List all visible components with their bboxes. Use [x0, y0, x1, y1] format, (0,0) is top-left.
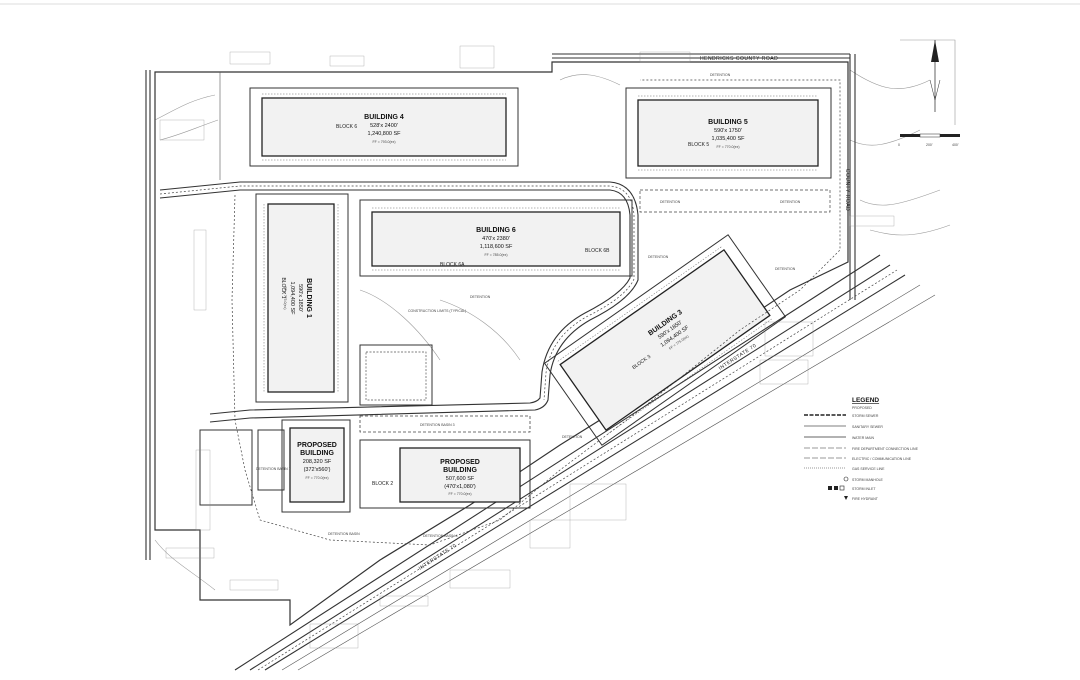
legend-item-storm-inlet: STORM INLET: [852, 487, 876, 491]
proposed-building-a-area: 208,320 SF: [303, 459, 332, 465]
building-1-block: BLOCK 1: [280, 277, 286, 298]
scale-end: 400': [952, 143, 959, 147]
proposed-building-b-site: PROPOSED BUILDING 507,600 SF (470'x1,080…: [359, 439, 531, 509]
building-4-area: 1,240,800 SF: [367, 131, 401, 137]
building-4-site: BUILDING 4 528'x 2400' 1,240,800 SF FF =…: [249, 87, 519, 167]
building-5-site: BUILDING 5 590'x 1750' 1,035,400 SF FF =…: [625, 87, 832, 179]
proposed-building-a-name-1: PROPOSED: [297, 442, 337, 449]
building-6-site: BUILDING 6 470'x 2380' 1,118,600 SF FF =…: [359, 199, 633, 277]
proposed-building-b-block: BLOCK 2: [372, 481, 393, 487]
county-road-label: COUNTY ROAD: [844, 169, 850, 211]
county-road-left: [145, 70, 151, 560]
proposed-building-b: [399, 447, 521, 503]
building-6-ff: FF = 785.0(ex): [484, 253, 507, 257]
fire-hydrant-icon: [844, 496, 848, 500]
existing-contours: [154, 39, 956, 591]
proposed-building-a: [289, 427, 345, 503]
hendricks-road-label: HENDRICKS COUNTY ROAD: [700, 56, 778, 62]
building-6-dims: 470'x 2380': [482, 236, 510, 242]
building-1-area: 1,094,400 SF: [289, 281, 295, 315]
legend-subtitle: PROPOSED: [852, 406, 872, 410]
building-6-name: BUILDING 6: [476, 227, 516, 234]
scale-zero: 0: [898, 143, 900, 147]
north-arrow-icon: [929, 40, 941, 112]
legend-item-water-main: WATER MAIN: [852, 436, 874, 440]
storm-manhole-icon: [843, 476, 849, 482]
legend-item-sanitary-sewer: SANITARY SEWER: [852, 425, 883, 429]
proposed-building-b-area: 507,600 SF: [446, 476, 475, 482]
building-5: [637, 99, 819, 167]
legend-item-storm-sewer: STORM SEWER: [852, 414, 879, 418]
detention-areas: DETENTION BASIN 3 DETENTION DETENTION DE…: [256, 73, 831, 538]
proposed-building-a-site: PROPOSED BUILDING 208,320 SF (372'x560')…: [281, 419, 351, 513]
building-4: [261, 97, 507, 157]
proposed-building-b-dims: (470'x1,080'): [444, 484, 476, 490]
building-1-dims: 590'x 1850': [297, 284, 303, 312]
detention-label-1: DETENTION: [660, 200, 681, 204]
storm-inlet-icon: [828, 486, 832, 490]
building-5-name: BUILDING 5: [708, 119, 748, 126]
legend-item-gas-line: GAS SERVICE LINE: [852, 467, 885, 471]
building-5-ff: FF = 770.0(ex): [716, 145, 739, 149]
proposed-building-b-name-2: BUILDING: [443, 467, 477, 474]
hendricks-county-road: [552, 53, 856, 300]
detention-label-3: DETENTION: [710, 73, 731, 77]
building-1-name: BUILDING 1: [305, 278, 312, 318]
legend-item-fire-hydrant: FIRE HYDRANT: [852, 497, 879, 501]
scale-bar: 0 200' 400': [898, 133, 960, 147]
building-3: [559, 248, 771, 432]
building-4-ff: FF = 793.0(ex): [372, 140, 395, 144]
building-1-site: BUILDING 1 590'x 1850' 1,094,400 SF FF =…: [255, 193, 349, 403]
detention-basin-1-label: DETENTION BASIN 1: [256, 467, 291, 471]
detention-label-4: DETENTION: [775, 267, 796, 271]
interior-pads: [199, 344, 433, 506]
building-5-block: BLOCK 5: [688, 142, 709, 148]
detention-label-6: DETENTION: [470, 295, 491, 299]
legend-title: LEGEND: [852, 397, 879, 404]
legend-item-fdc-line: FIRE DEPARTMENT CONNECTION LINE: [852, 447, 919, 451]
detention-label-7: DETENTION: [562, 435, 583, 439]
proposed-building-a-name-2: BUILDING: [300, 450, 334, 457]
building-3-site: BUILDING 3 590'x 1850' 1,094,400 SF FF =…: [543, 234, 787, 446]
scale-mid: 200': [926, 143, 933, 147]
detention-basin-3-label: DETENTION BASIN 3: [420, 423, 455, 427]
building-4-dims: 528'x 2400': [370, 123, 398, 129]
interstate-corridor: [234, 254, 936, 671]
proposed-building-a-dims: (372'x560'): [304, 467, 331, 473]
legend: LEGEND PROPOSED STORM SEWER SANITARY SEW…: [804, 397, 919, 501]
building-6-block-a: BLOCK 6A: [440, 262, 465, 268]
construction-limits-label: CONSTRUCTION LIMITS (TYPICAL): [408, 309, 466, 313]
detention-basin-4-label: DETENTION BASIN 4: [423, 534, 458, 538]
proposed-building-a-ff: FF = 770.0(ex): [305, 476, 328, 480]
survey-callouts: [159, 45, 895, 649]
proposed-building-b-ff: FF = 770.0(ex): [448, 492, 471, 496]
detention-label-2: DETENTION: [780, 200, 801, 204]
building-4-name: BUILDING 4: [364, 114, 404, 121]
detention-label-5: DETENTION: [648, 255, 669, 259]
building-6-area: 1,118,600 SF: [480, 244, 513, 250]
building-1: [267, 203, 335, 393]
building-4-block: BLOCK 6: [336, 124, 357, 130]
detention-basin-2-label: DETENTION BASIN: [328, 532, 360, 536]
proposed-building-b-name-1: PROPOSED: [440, 459, 480, 466]
building-6: [371, 211, 621, 267]
building-5-area: 1,035,400 SF: [711, 136, 745, 142]
building-5-dims: 590'x 1750': [714, 128, 742, 134]
building-6-block-b: BLOCK 6B: [585, 248, 610, 254]
building-1-ff: FF = 775.0(ex): [283, 286, 287, 309]
legend-item-storm-manhole: STORM MANHOLE: [852, 478, 884, 482]
legend-item-electric-line: ELECTRIC / COMMUNICATION LINE: [852, 457, 912, 461]
